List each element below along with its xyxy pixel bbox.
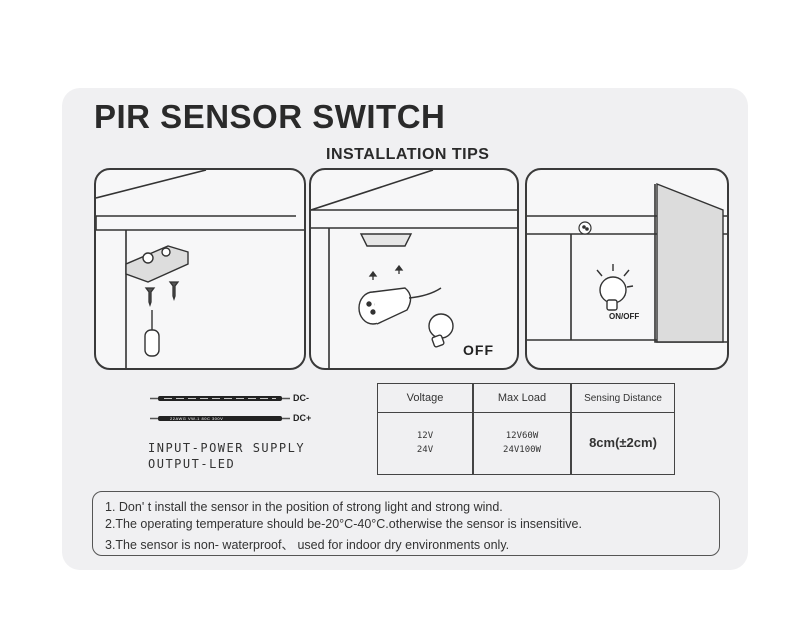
sensing-distance-cell: 8cm(±2cm): [589, 435, 657, 450]
dc-plus-label: DC+: [293, 413, 312, 423]
section-subtitle: INSTALLATION TIPS: [326, 146, 490, 163]
install-step-1-panel: [94, 168, 306, 370]
holder-icon: [359, 233, 413, 247]
sensor-holder-icon: [125, 245, 189, 283]
max-load-value: 24V100W: [503, 445, 541, 455]
off-label: OFF: [463, 342, 494, 358]
voltage-cell: 12V 24V: [378, 413, 472, 473]
page-title: PIR SENSOR SWITCH: [94, 98, 446, 135]
input-label: INPUT-POWER SUPPLY: [148, 441, 306, 455]
install-step-3-panel: ON/OFF: [525, 168, 729, 370]
note-item: 3.The sensor is non- waterproof、 used fo…: [105, 538, 510, 552]
bulb-off-icon: [428, 313, 454, 348]
pir-sensor-icon: [358, 287, 442, 325]
mini-sensor-icon: [578, 221, 592, 235]
wire-print-text: 22AWG VW-1 80C 300V: [170, 416, 224, 421]
max-load-value: 12V60W: [505, 431, 539, 441]
dc-minus-label: DC-: [293, 393, 309, 403]
spec-table: Voltage Max Load Sensing Distance 12V 24…: [377, 383, 675, 475]
cabinet-illustration: [527, 182, 727, 343]
note-item: 1. Don' t install the sensor in the posi…: [105, 500, 503, 514]
voltage-value: 12V: [416, 431, 434, 441]
screw-icon: [144, 281, 180, 308]
max-load-cell: 12V60W 24V100W: [474, 413, 570, 473]
voltage-value: 24V: [416, 445, 434, 455]
wire-icon: [150, 396, 290, 421]
header-sensing-distance: Sensing Distance: [572, 384, 674, 413]
install-step-2-panel: OFF: [309, 168, 519, 370]
column-divider: [472, 384, 474, 474]
column-divider: [570, 384, 572, 474]
wire-diagram: 22AWG VW-1 80C 300V DC- DC+: [150, 388, 330, 428]
header-max-load: Max Load: [474, 384, 570, 413]
header-voltage: Voltage: [378, 384, 472, 413]
note-item: 2.The operating temperature should be-20…: [105, 517, 582, 531]
bulb-on-icon: [596, 264, 634, 311]
notes-box: 1. Don' t install the sensor in the posi…: [92, 491, 720, 556]
arrow-up-icon: [368, 264, 404, 280]
plug-in-illustration: [311, 170, 517, 368]
mounting-illustration: [96, 170, 304, 368]
output-label: OUTPUT-LED: [148, 457, 236, 471]
on-off-label: ON/OFF: [609, 312, 640, 321]
screwdriver-icon: [144, 310, 160, 357]
